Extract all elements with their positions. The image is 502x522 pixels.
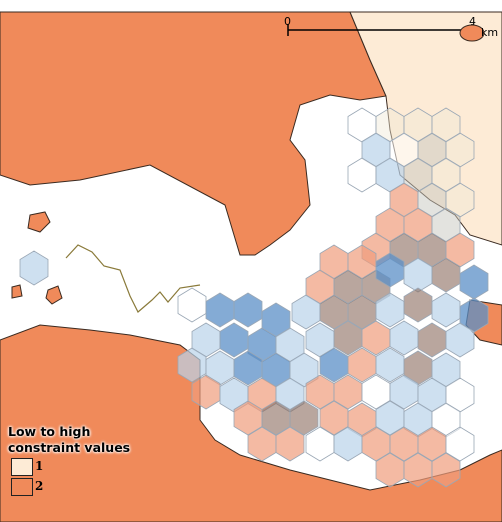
constraint-hex-cell: [289, 400, 319, 436]
constraint-hex-cell: [191, 374, 221, 410]
legend-item-label: 1: [35, 459, 44, 473]
scale-start-label: 0: [284, 15, 291, 28]
land-south: [0, 324, 502, 522]
constraint-hex-cell: [177, 347, 207, 383]
scale-end-label: 4: [469, 15, 476, 28]
legend-item-1: 1: [11, 456, 158, 476]
constraint-hex-cell: [219, 322, 249, 358]
constraint-hex-cell: [445, 322, 475, 358]
land-north: [0, 11, 387, 256]
land-islet: [459, 24, 485, 42]
constraint-hex-cell: [177, 287, 207, 323]
constraint-hex-cell: [319, 400, 349, 436]
legend-item-2: 2: [11, 476, 158, 496]
constraint-hex-cell: [375, 400, 405, 436]
legend-title-line-1: Low to high: [8, 424, 91, 439]
legend-title-line-2: constraint values: [8, 440, 131, 455]
constraint-hex-cell: [431, 257, 461, 293]
legend-swatch: [11, 478, 33, 496]
constraint-hex-cell: [233, 350, 263, 386]
land-islet: [45, 285, 63, 305]
constraint-hex-cell: [431, 292, 461, 328]
trail-line: [65, 244, 201, 313]
land-islet: [27, 211, 51, 233]
scale-unit-label: km: [481, 26, 499, 39]
constraint-hex-cell: [389, 374, 419, 410]
land-islet: [11, 284, 23, 299]
constraint-hex-cell: [375, 347, 405, 383]
legend-item-label: 2: [35, 479, 44, 493]
constraint-hex-cell: [233, 292, 263, 328]
constraint-hex-cell: [445, 426, 475, 462]
constraint-hex-cell: [431, 452, 461, 488]
constraint-hex-cell: [19, 250, 49, 286]
constraint-hex-grid: [19, 107, 489, 488]
legend-swatch: [11, 458, 33, 476]
constraint-hex-cell: [375, 252, 405, 288]
constraint-hex-cell: [389, 320, 419, 356]
constraint-hex-cell: [275, 426, 305, 462]
legend: Low to high constraint values 1 2: [8, 424, 158, 496]
constraint-hex-cell: [403, 287, 433, 323]
